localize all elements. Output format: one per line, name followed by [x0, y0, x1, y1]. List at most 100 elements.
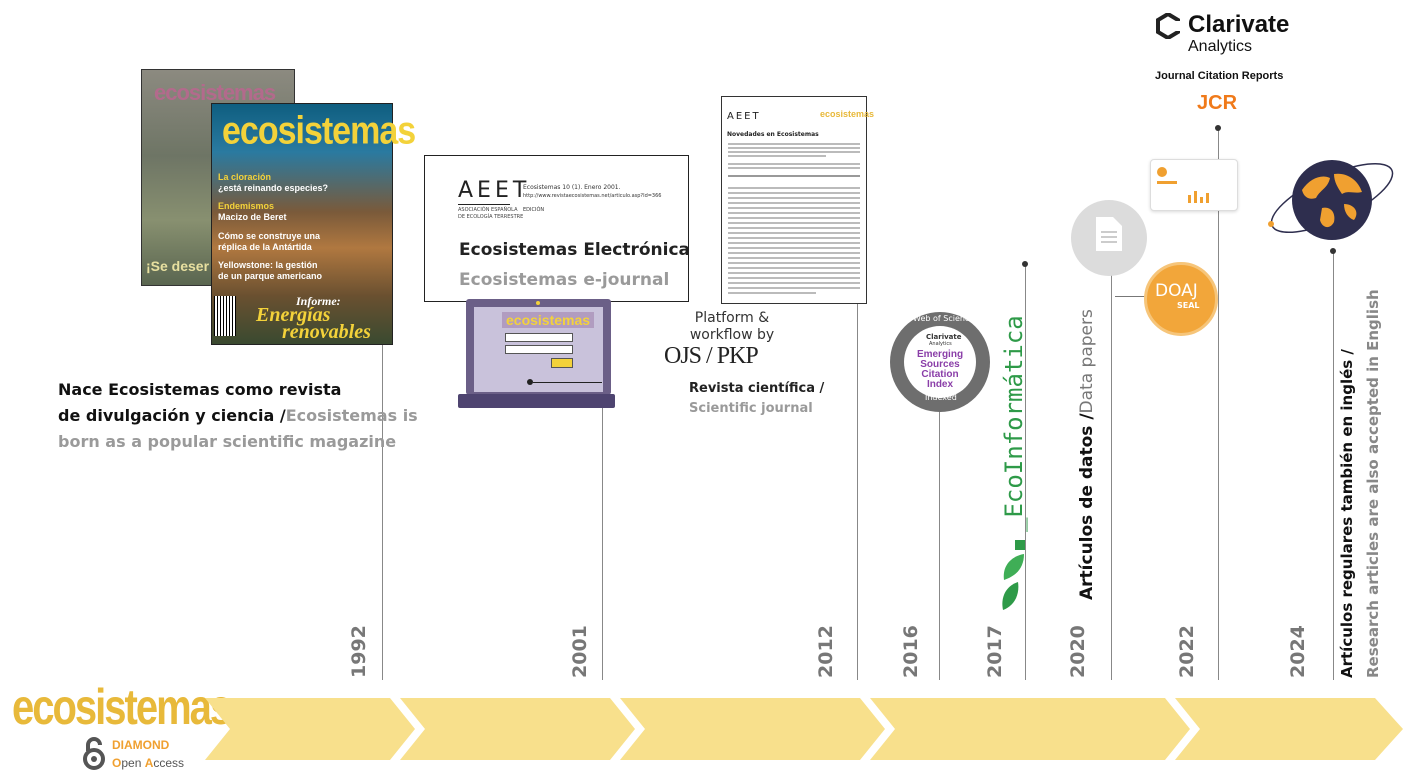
paper-textline	[728, 222, 860, 224]
seal-card-chart	[1188, 188, 1218, 207]
oa-o: O	[112, 756, 122, 770]
milestone-line-2001	[602, 404, 603, 680]
document-sheet	[1096, 217, 1122, 255]
rev-en: Scientific journal	[689, 401, 813, 416]
aeet-edicion: EDICIÓN	[523, 207, 545, 213]
english-text-en: Research articles are also accepted in E…	[1364, 289, 1382, 678]
magazine-front-title: ecosistemas	[222, 109, 416, 153]
data-papers-en: Data papers	[1077, 309, 1097, 414]
doaj-seal-label: SEAL	[1177, 301, 1200, 310]
laptop-pointer-line	[533, 382, 602, 383]
paper-textline	[728, 282, 860, 284]
laptop-logo: ecosistemas	[502, 312, 595, 328]
milestone-line-2016	[939, 408, 940, 680]
cover-line: La cloración	[218, 172, 272, 182]
ojs-pkp-logo: OJS / PKP	[664, 343, 759, 369]
timeline-chevron	[205, 698, 415, 760]
milestone-dot-2017	[1022, 261, 1028, 267]
paper-textline	[728, 155, 826, 157]
paper-textline	[728, 143, 860, 145]
paper-textline	[728, 242, 860, 244]
milestone-dot-2022	[1215, 125, 1221, 131]
wos-line-4: Index	[926, 379, 954, 390]
paper-textline	[728, 237, 860, 239]
paper-textline	[728, 267, 860, 269]
paper-textline	[728, 192, 860, 194]
clarivate-analytics: Analytics	[1188, 38, 1253, 55]
milestone-line-2022	[1218, 128, 1219, 680]
open-access-label: Open Access	[112, 756, 184, 770]
doaj-seal-icon	[1144, 262, 1218, 336]
wos-line-3: Citation	[921, 369, 959, 380]
magazine-back-title: ecosistemas	[154, 80, 276, 105]
paper-textline	[728, 292, 816, 294]
milestone-line-2012	[857, 286, 858, 680]
jcr-label: JCR	[1197, 92, 1238, 114]
text-1992-line-2: de divulgación y ciencia /Ecosistemas is	[58, 403, 418, 429]
data-papers-label: Artículos de datos /Data papers	[1077, 309, 1097, 600]
paper-heading: Novedades en Ecosistemas	[727, 131, 819, 138]
clarivate-logo-icon	[1156, 11, 1181, 43]
milestone-dot-2024	[1330, 248, 1336, 254]
paper-textline	[728, 262, 860, 264]
timeline-chevron	[400, 698, 635, 760]
paper-textline	[728, 257, 860, 259]
laptop-field	[505, 333, 573, 342]
paper-textline	[728, 272, 860, 274]
wos-badge-inner	[904, 326, 976, 398]
year-label: 2020	[1067, 625, 1089, 678]
cover-renovables: renovables	[282, 321, 371, 343]
aeet-sub1: ASOCIACIÓN ESPAÑOLA	[458, 207, 518, 213]
platform-text: Platform & workflow by	[677, 310, 787, 344]
barcode	[214, 296, 236, 336]
paper-textline	[728, 287, 860, 289]
text-1992-es-2: de divulgación y ciencia /	[58, 406, 286, 425]
paper-textline	[728, 212, 860, 214]
wos-index-text: Emerging Sources Citation Index	[904, 350, 976, 390]
magazine-back-bottom: ¡Se deser	[146, 258, 210, 274]
data-papers-es: Artículos de datos /	[1077, 413, 1097, 600]
wos-clarivate: Clarivate	[926, 333, 962, 341]
aeet-box	[424, 155, 689, 302]
globe-continents	[1292, 160, 1372, 244]
paper-textline	[728, 277, 860, 279]
doaj-label: DOAJ	[1155, 281, 1198, 301]
paper-textline	[728, 202, 860, 204]
wos-bottom-text: Indexed	[925, 393, 957, 402]
paper-textline	[728, 147, 860, 149]
ecoinformatica-label: _EcoInformática	[1000, 315, 1028, 532]
oa-a: A	[144, 756, 154, 770]
paper-textline	[728, 217, 860, 219]
paper-textline	[728, 163, 860, 165]
globe-icon	[1292, 160, 1372, 240]
wos-line-2: Sources	[920, 359, 960, 370]
cover-line: Cómo se construye una	[218, 231, 321, 241]
laptop-field	[505, 345, 573, 354]
year-label: 1992	[348, 625, 370, 678]
milestone-line-2024	[1333, 251, 1334, 680]
milestone-line-2017	[1025, 264, 1026, 680]
seal-connector	[1115, 296, 1147, 297]
text-1992-es-1: Nace Ecosistemas como revista	[58, 380, 342, 399]
paper-textline	[728, 197, 860, 199]
aeet-logo-underline	[458, 204, 510, 205]
year-label: 2001	[569, 625, 591, 678]
text-1992-en-2: born as a popular scientific magazine	[58, 432, 397, 451]
cover-line: ¿está reinando especies?	[218, 183, 329, 193]
paper-textline	[728, 252, 860, 254]
ejournal-title-es: Ecosistemas Electrónica	[459, 240, 691, 260]
year-label: 2012	[815, 625, 837, 678]
paper-textline	[728, 187, 860, 189]
paper-textline	[728, 227, 860, 229]
cover-informe: Informe:	[296, 294, 341, 308]
clarivate-name: Clarivate	[1188, 11, 1290, 38]
cover-line: Endemismos	[218, 201, 275, 211]
year-label: 2022	[1176, 625, 1198, 678]
laptop-button	[551, 358, 573, 368]
english-text-es: Artículos regulares también en inglés /	[1338, 349, 1356, 678]
timeline-chevron	[1175, 698, 1403, 760]
year-label: 2016	[900, 625, 922, 678]
cover-line: Yellowstone: la gestión	[218, 260, 318, 270]
paper-textline	[728, 167, 860, 169]
paper-logo: ecosistemas	[820, 109, 875, 119]
